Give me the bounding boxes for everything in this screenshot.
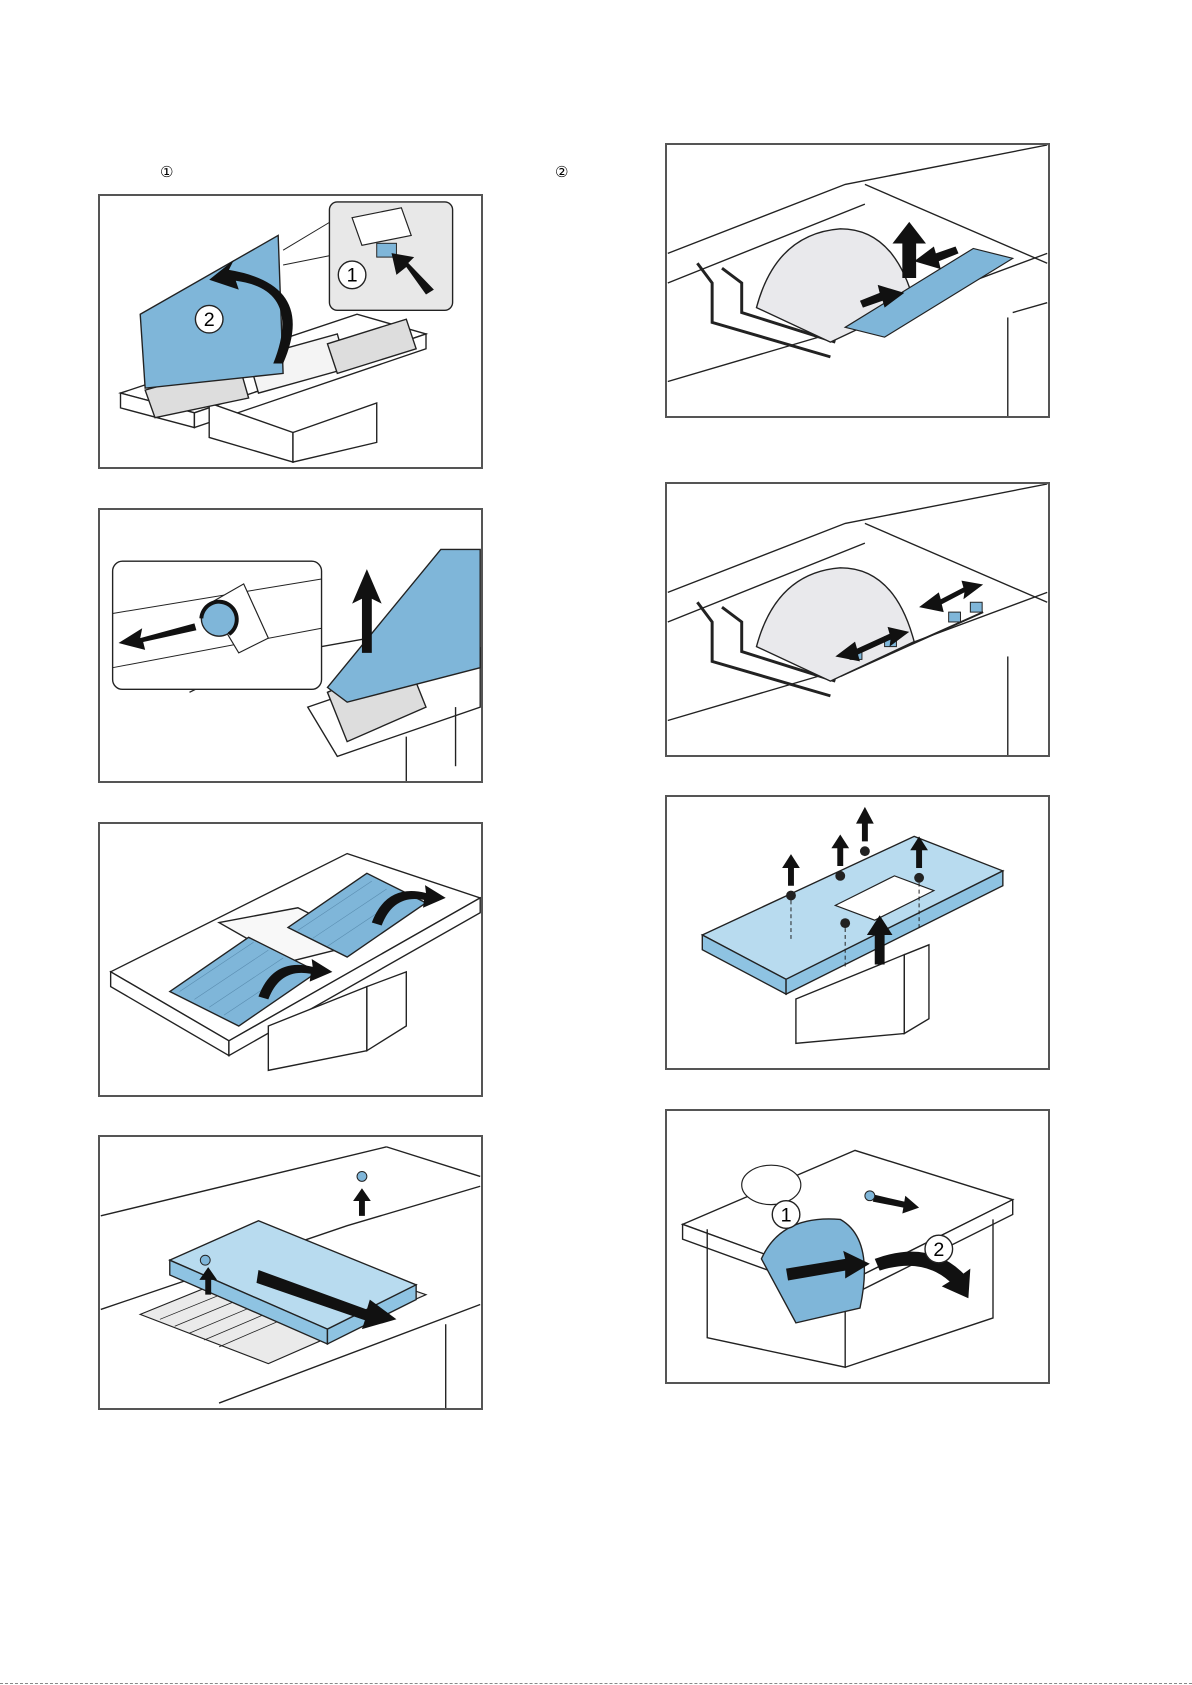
illustration-open-cover: 2 1 bbox=[100, 196, 481, 467]
figure-brackets bbox=[665, 482, 1050, 757]
step-marker-1: ① bbox=[160, 164, 173, 180]
lift-arrow-screw-icon bbox=[353, 1188, 371, 1216]
callout-1-fan: 1 bbox=[781, 1204, 792, 1226]
figure-open-cover: 2 1 bbox=[98, 194, 483, 469]
figure-remove-filter bbox=[98, 508, 483, 783]
figure-fan-lift bbox=[665, 143, 1050, 418]
step-marker-2: ② bbox=[555, 164, 568, 180]
callout-2-fan: 2 bbox=[933, 1239, 944, 1261]
figure-slide-insert bbox=[98, 1135, 483, 1410]
callout-1: 1 bbox=[347, 265, 358, 287]
figure-housing-screws bbox=[665, 795, 1050, 1070]
figure-remove-fan: 1 2 bbox=[665, 1109, 1050, 1384]
figure-flip-filters bbox=[98, 822, 483, 1097]
callout-2: 2 bbox=[204, 309, 215, 331]
